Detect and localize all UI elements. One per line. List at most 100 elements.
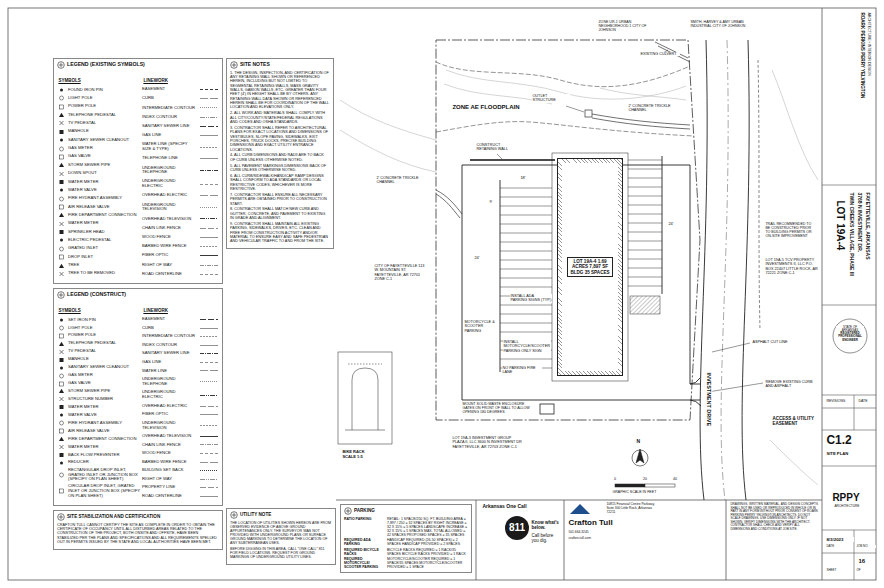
legend-text: SANITARY SEWER LINE xyxy=(142,351,197,356)
note-text: 6. ALL CURB/SIDEWALK/HANDICAP RAMP DESIG… xyxy=(230,174,330,191)
utility-note-panel: UTILITY NOTETHE LOCATION OF UTILITIES SH… xyxy=(226,508,336,565)
symbol-sample xyxy=(60,405,64,409)
plan-callout: 20 xyxy=(640,477,650,481)
linework-sample xyxy=(200,353,218,354)
legend-sample xyxy=(199,182,219,187)
legend-text: RECTANGULAR DROP INLET, GRATED INLET OR … xyxy=(68,468,140,482)
heading-icon xyxy=(231,62,238,69)
legend-column-heading: LINEWORK xyxy=(143,78,183,83)
legend-sample xyxy=(199,326,219,331)
heading-icon xyxy=(345,508,352,515)
legend-text: POWER POLE xyxy=(68,333,140,338)
drainage-feature xyxy=(592,118,690,129)
contour-line xyxy=(340,100,436,140)
legend-sample xyxy=(199,368,219,373)
legend-column: EASEMENTCURBINTERMEDIATE CONTOURINDEX CO… xyxy=(142,87,219,277)
sheet-frame xyxy=(822,8,823,580)
plan-callout: MOUNT SOLID WASTE ENCLOSURE GATES ON FRO… xyxy=(462,402,534,414)
parking-stall-line xyxy=(628,286,662,287)
legend-sample xyxy=(57,488,66,494)
legend-text: CURB xyxy=(142,96,197,101)
legend-row: LIGHT POLE xyxy=(57,325,140,331)
title-block-rule xyxy=(822,305,876,306)
symbol-sample xyxy=(60,319,63,322)
title-block-rule xyxy=(822,530,876,531)
footer-text: 10815 Financial Centre Parkway, Suite 30… xyxy=(606,503,660,514)
symbol-sample xyxy=(60,445,64,449)
symbol-sample xyxy=(60,421,64,425)
legend-row: RIGHT OF WAY xyxy=(142,477,219,482)
legend-text: UNDERGROUND TELEPHONE xyxy=(142,166,197,176)
parking-stall-line xyxy=(500,233,552,234)
legend-row: FIRE HYDRANT ASSEMBLY xyxy=(57,196,140,202)
panel-heading: SITE STABILIZATION AND CERTIFICATION xyxy=(67,514,160,519)
legend-text: FIBER OPTIC xyxy=(142,253,197,258)
legend-sample xyxy=(57,196,66,202)
legend-text: GAS METER xyxy=(68,146,140,151)
legend-text: INDEX CONTOUR xyxy=(142,343,197,348)
legend-sample xyxy=(57,112,66,118)
title-block-rule xyxy=(822,185,876,580)
legend-text: GAS LINE xyxy=(142,360,197,365)
plan-callout: CITY OF FAYETTEVILLE 113 W. MOUNTAIN ST.… xyxy=(374,264,430,281)
heading-icon xyxy=(344,507,352,515)
legend-text: UNDERGROUND ELECTRIC xyxy=(142,390,197,400)
legend-sample xyxy=(199,485,219,490)
parking-category: REQUIRED BICYCLE RACKS xyxy=(344,548,384,556)
footer-text: Know what's below. xyxy=(531,520,561,530)
graphic-scale xyxy=(615,484,645,487)
parking-stall-line xyxy=(628,277,662,278)
symbol-sample xyxy=(60,272,64,276)
legend-sample xyxy=(199,133,219,138)
parking-stall-line xyxy=(500,188,552,189)
plan-callout: 2' CONCRETE TRICKLE CHANNEL xyxy=(628,104,684,113)
legend-row: ROAD CENTERLINE xyxy=(142,494,219,499)
panel-heading: LEGEND (EXISTING SYMBOLS) xyxy=(67,62,145,68)
legend-sample xyxy=(57,162,66,168)
legend-row: FIBER OPTIC xyxy=(142,253,219,258)
parking-calculation: BICYCLE RACKS REQUIRED = 1 RACK/35 SPACE… xyxy=(387,548,468,556)
title-block-rule xyxy=(822,408,876,409)
legend-sample xyxy=(199,124,219,129)
plan-callout: 40 xyxy=(670,477,680,481)
legend-sample xyxy=(199,468,219,473)
property-line xyxy=(436,40,700,420)
legend-text: EASEMENT xyxy=(142,317,197,322)
legend-text: UNDERGROUND TELEPHONE xyxy=(142,377,197,387)
legend-row: STRUCTURE NUMBER xyxy=(57,396,140,402)
legend-row: GAS LINE xyxy=(142,360,219,365)
linework-sample xyxy=(200,246,218,247)
title-block-text: JOB NO. xyxy=(856,545,876,548)
legend-text: FIRE DEPARTMENT CONNECTION xyxy=(68,437,140,442)
legend-row: ELECTRIC PEDESTAL xyxy=(57,237,140,243)
legend-text: WATER METER xyxy=(68,221,140,226)
linework-sample xyxy=(200,362,218,363)
parking-calculation: RETAIL: 1 SPACE/250 SQ. FT. BUILDING ARE… xyxy=(387,517,468,537)
heading-icon xyxy=(57,291,65,299)
legend-sample xyxy=(57,212,66,218)
legend-row: DROP INLET xyxy=(57,254,140,260)
symbol-sample xyxy=(60,230,64,234)
symbol-sample xyxy=(60,197,64,201)
plan-callout: OUTLET STRUCTURE xyxy=(532,94,570,103)
legend-text: OVERHEAD ELECTRIC xyxy=(142,193,197,198)
parking-stall-line xyxy=(628,205,662,206)
footer-text: Call before you dig. xyxy=(531,533,561,543)
sheet-frame xyxy=(476,500,477,580)
legend-text: GAS VALVE xyxy=(68,381,140,386)
legend-sample xyxy=(199,105,219,110)
linework-sample xyxy=(200,479,218,480)
plan-callout: MOTORCYCLE & SCOOTER PARKING xyxy=(464,320,498,333)
heading-icon xyxy=(57,513,65,521)
legend-row: OVERHEAD ELECTRIC xyxy=(142,404,219,409)
symbol-sample xyxy=(60,105,64,109)
legend-row: TREE xyxy=(57,263,140,269)
legend-row: TELEPHONE LINE xyxy=(142,156,219,161)
legend-row: FOUND IRON PIN xyxy=(57,87,140,93)
leader-line xyxy=(497,154,502,159)
legend-text: POWER POLE xyxy=(68,104,140,109)
legend-row: OVERHEAD TELEVISION xyxy=(142,216,219,221)
symbol-sample xyxy=(59,163,64,167)
legend-text: WATER VALVE xyxy=(68,413,140,418)
footer-text: DRAWINGS, WRITTEN MATERIAL, AND DESIGN C… xyxy=(730,503,820,531)
